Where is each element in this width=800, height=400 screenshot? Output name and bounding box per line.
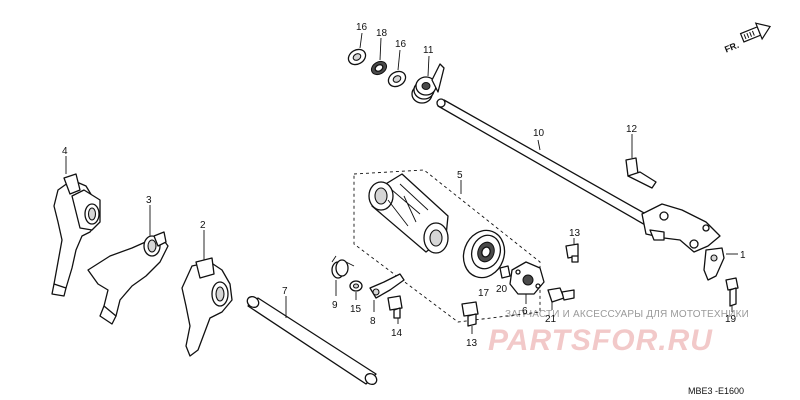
- shift-drum-5: [353, 169, 541, 323]
- bolt-19: [725, 277, 739, 312]
- callout-3: 3: [146, 195, 152, 206]
- callout-1: 1: [740, 250, 746, 261]
- spring-9: [331, 255, 355, 296]
- callout-15: 15: [350, 304, 362, 315]
- callout-10: 10: [533, 128, 545, 139]
- callout-5: 5: [457, 170, 463, 181]
- bearing-17: [462, 229, 506, 279]
- bolt-21: [547, 287, 575, 310]
- callout-13-upper: 13: [569, 228, 581, 239]
- fork-shaft-7: [246, 296, 378, 385]
- stopper-arm-8: [369, 273, 405, 312]
- front-marker-label: FR.: [723, 40, 740, 55]
- callout-16-middle: 16: [395, 39, 407, 50]
- callout-13-lower: 13: [466, 338, 478, 349]
- callout-11: 11: [423, 45, 434, 56]
- stopper-plate-1: [703, 247, 738, 281]
- shift-fork-2: [181, 230, 233, 357]
- callout-9: 9: [332, 300, 338, 311]
- callout-18: 18: [376, 28, 388, 39]
- callout-16-top: 16: [356, 22, 368, 33]
- diagram-code: MBE3 -E1600: [688, 386, 744, 396]
- front-direction-arrow: FR.: [723, 22, 772, 55]
- bolt-14: [387, 295, 403, 324]
- bolt-13-lower: [461, 301, 479, 334]
- shift-fork-3: [87, 205, 169, 325]
- callout-7: 7: [282, 286, 288, 297]
- washer-16-middle: [387, 49, 407, 88]
- shift-fork-4: [51, 156, 101, 297]
- dowel-pin-20: [499, 265, 511, 279]
- callout-6: 6: [522, 306, 528, 317]
- callout-8: 8: [370, 316, 376, 327]
- watermark-caption: ЗАПЧАСТИ И АКСЕССУАРЫ ДЛЯ МОТОТЕХНИКИ: [505, 309, 749, 320]
- washer-16-top: [347, 32, 367, 66]
- washer-15: [349, 280, 363, 300]
- bolt-12: [625, 134, 657, 189]
- callout-17: 17: [478, 288, 490, 299]
- drum-center-6: [509, 261, 545, 304]
- bolt-13-upper: [565, 238, 579, 263]
- callout-12: 12: [626, 124, 638, 135]
- callout-21: 21: [545, 314, 557, 325]
- callout-14: 14: [391, 328, 403, 339]
- gearshift-spindle-10: [436, 98, 721, 253]
- watermark-logo: PARTSFOR.RU: [488, 324, 713, 357]
- callout-4: 4: [62, 146, 68, 157]
- callout-19: 19: [725, 314, 737, 325]
- callout-20: 20: [496, 284, 508, 295]
- collar-18: [370, 37, 388, 76]
- callout-2: 2: [200, 220, 206, 231]
- return-spring-11: [411, 55, 445, 104]
